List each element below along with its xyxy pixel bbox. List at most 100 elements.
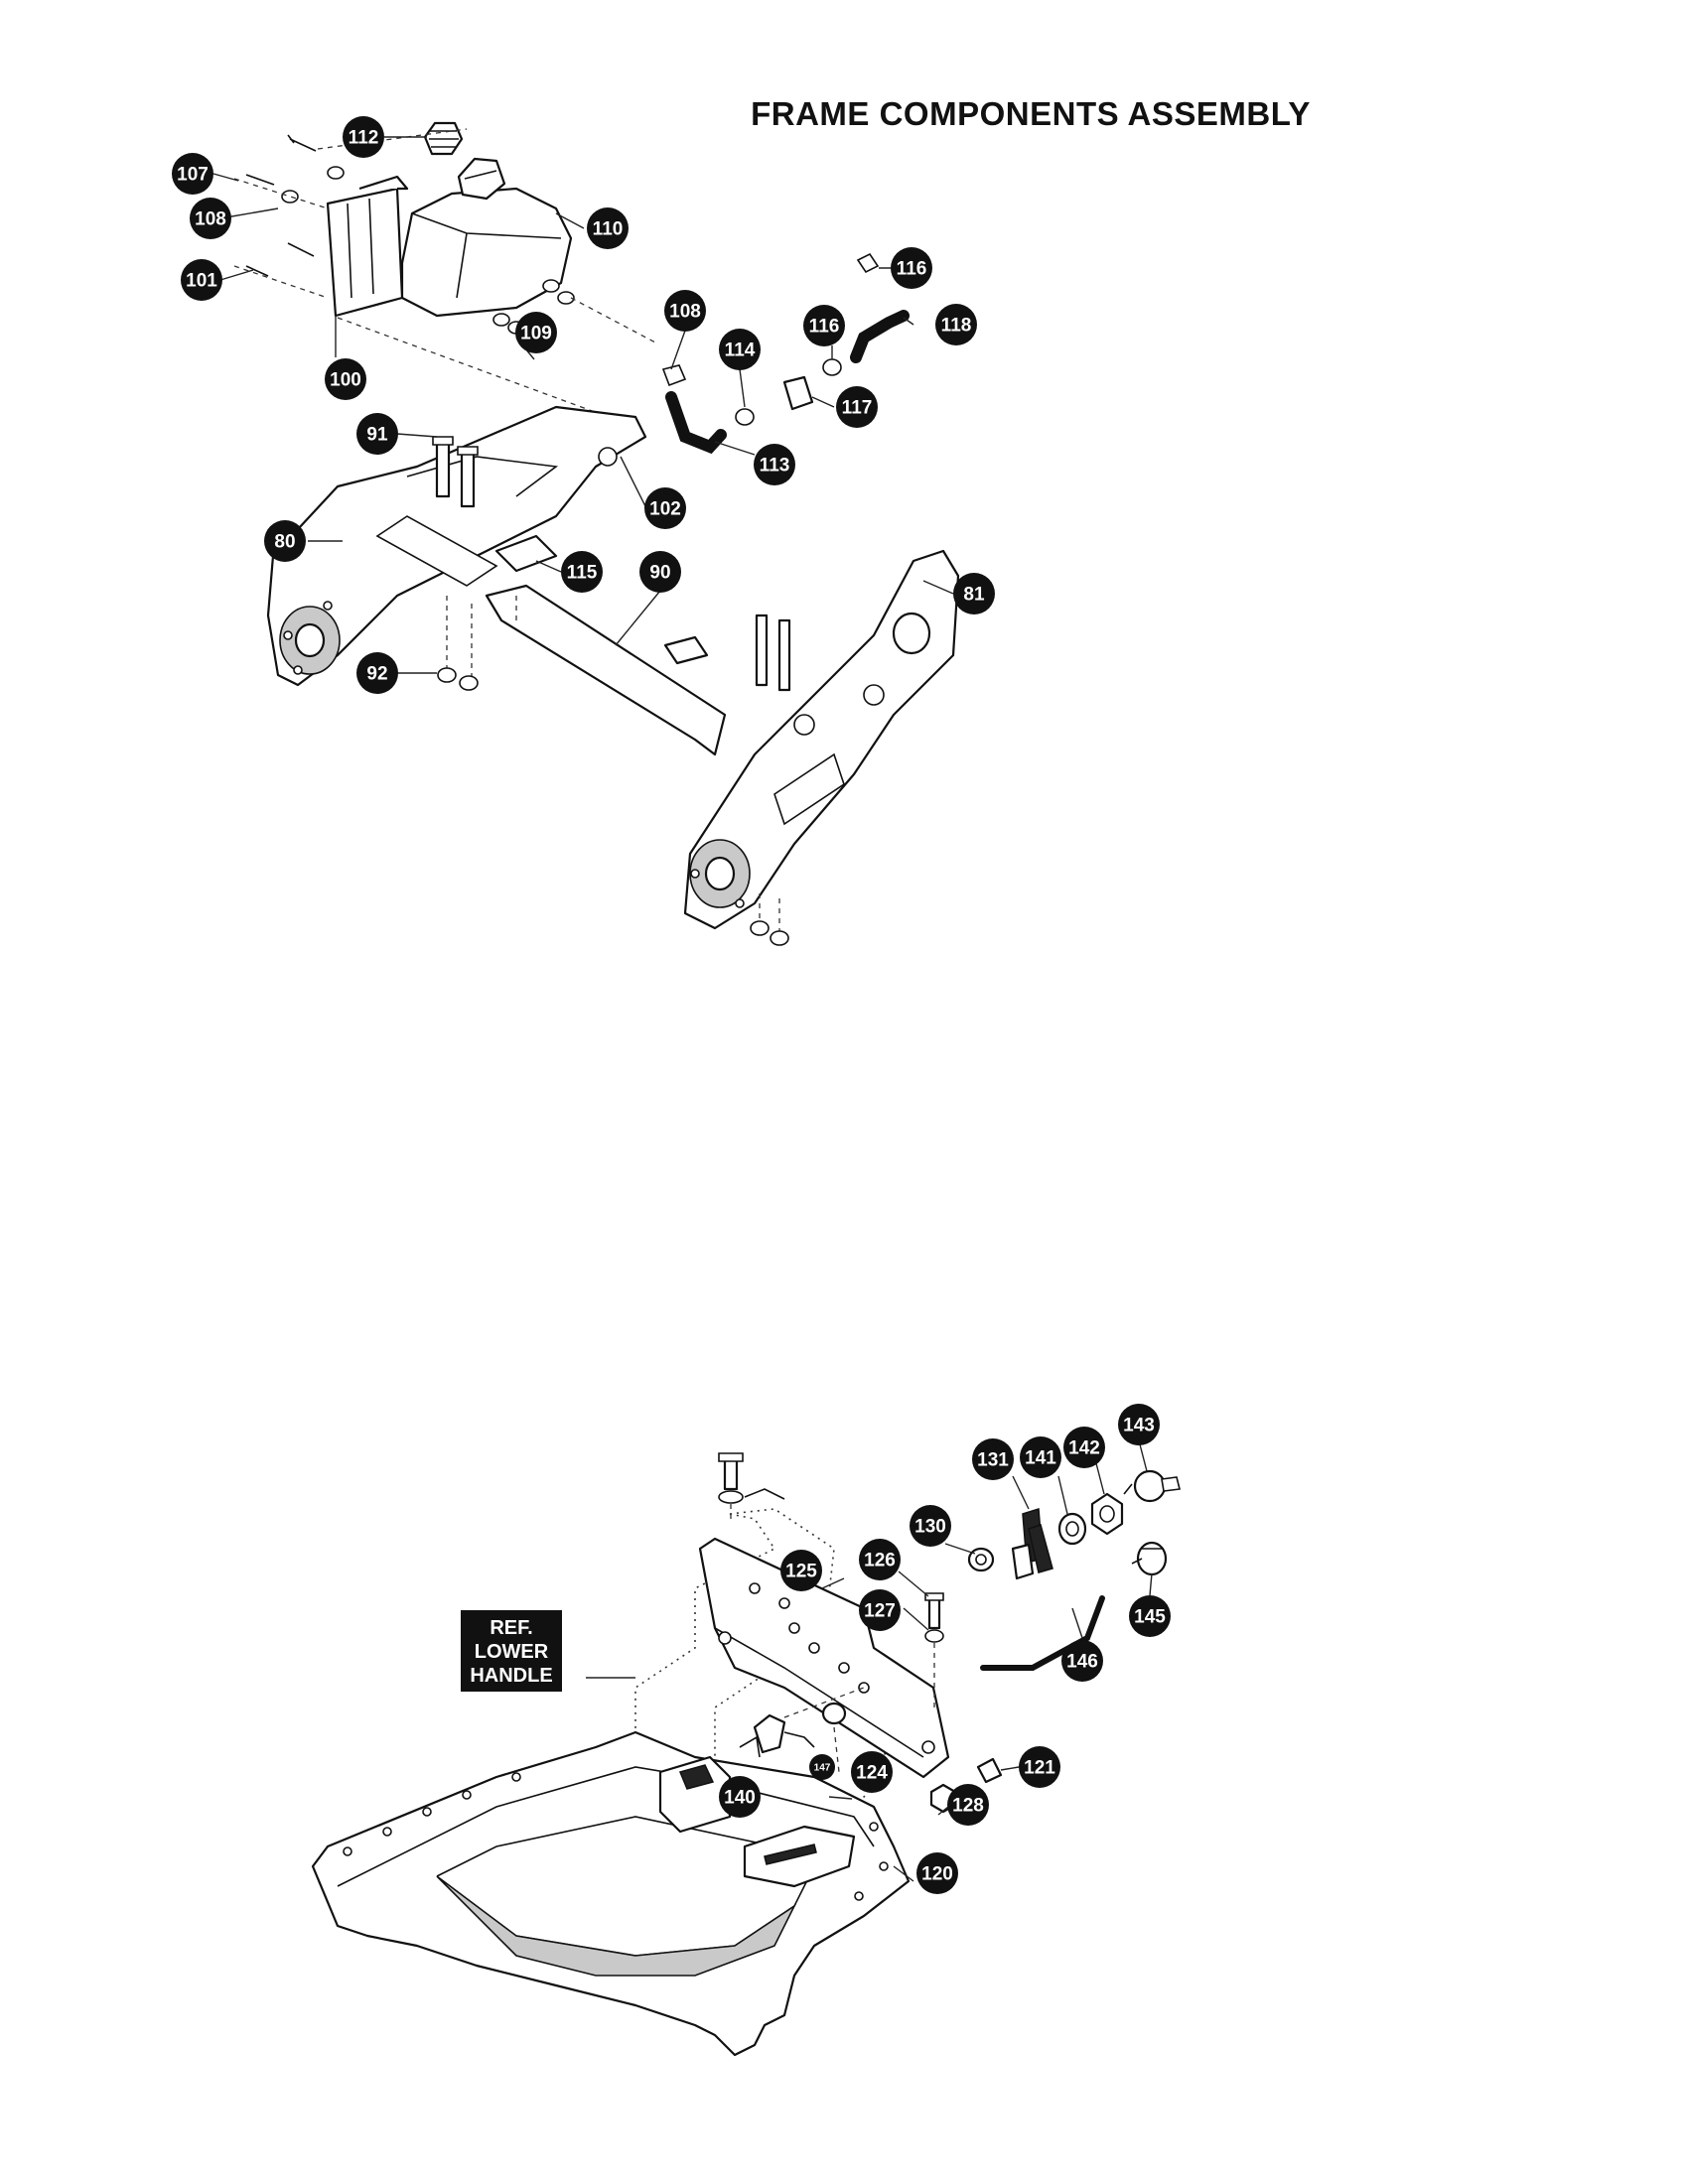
callout-circle: [947, 1784, 989, 1826]
callout-90: 90: [639, 551, 681, 593]
headlight: [739, 1713, 786, 1758]
callout-128: 128: [947, 1784, 989, 1826]
callout-number: 127: [864, 1601, 896, 1622]
callout-118: 118: [935, 304, 977, 345]
page-title: FRAME COMPONENTS ASSEMBLY: [751, 95, 1311, 132]
callout-circle: [356, 413, 398, 455]
callout-117: 117: [836, 386, 878, 428]
callout-142: 142: [1063, 1427, 1105, 1468]
callout-number: 147: [814, 1763, 831, 1774]
callout-number: 126: [864, 1551, 896, 1571]
callout-circle: [190, 198, 231, 239]
callout-circle: [1061, 1640, 1103, 1682]
callout-109: 109: [515, 312, 557, 353]
callout-116: 116: [891, 247, 932, 289]
callout-81: 81: [953, 573, 995, 614]
fasteners-left: [245, 134, 345, 277]
callout-114: 114: [719, 329, 761, 370]
callout-circle: [264, 520, 306, 562]
frame-left: [266, 405, 647, 687]
callout-146: 146: [1061, 1640, 1103, 1682]
key-switch: [1011, 1508, 1053, 1580]
callout-80: 80: [264, 520, 306, 562]
callout-circle: [719, 329, 761, 370]
callout-number: 128: [952, 1796, 984, 1817]
callout-number: 110: [593, 219, 624, 240]
callout-number: 142: [1068, 1438, 1100, 1459]
callout-107: 107: [172, 153, 213, 195]
callout-number: 121: [1024, 1758, 1055, 1779]
wire-146: [980, 1595, 1105, 1671]
callout-circle: [639, 551, 681, 593]
callout-circle: [664, 290, 706, 332]
callout-bubbles: 1121071081011101001091081141161161181171…: [172, 116, 1171, 1894]
shroud: [311, 1730, 911, 2057]
callout-number: 124: [856, 1763, 888, 1784]
callout-140: 140: [719, 1776, 761, 1818]
callout-circle: [325, 358, 366, 400]
callout-number: 120: [921, 1864, 953, 1885]
callout-circle: [343, 116, 384, 158]
callout-circle: [859, 1589, 901, 1631]
callout-circle: [1118, 1404, 1160, 1445]
ref-label-line-3: HANDLE: [470, 1665, 552, 1687]
callout-number: 112: [349, 128, 379, 149]
callout-circle: [181, 259, 222, 301]
callout-number: 81: [963, 585, 985, 606]
callout-131: 131: [972, 1438, 1014, 1480]
callout-number: 115: [567, 563, 598, 584]
callout-circle: [515, 312, 557, 353]
callout-116: 116: [803, 305, 845, 346]
callout-circle: [356, 652, 398, 694]
callout-102: 102: [644, 487, 686, 529]
tank-bracket: [326, 175, 409, 318]
callout-145: 145: [1129, 1595, 1171, 1637]
callout-number: 107: [177, 165, 209, 186]
callout-circle: [644, 487, 686, 529]
light-housing: [658, 1755, 732, 1834]
callout-number: 100: [330, 370, 361, 391]
callout-141: 141: [1020, 1436, 1061, 1478]
callout-number: 141: [1025, 1448, 1056, 1469]
callout-circle: [1063, 1427, 1105, 1468]
callout-circle: [836, 386, 878, 428]
callout-circle: [719, 1776, 761, 1818]
callout-number: 116: [809, 317, 840, 338]
callout-number: 125: [785, 1562, 817, 1582]
callout-number: 113: [760, 456, 790, 477]
callout-number: 145: [1134, 1607, 1166, 1628]
callout-circle: [1129, 1595, 1171, 1637]
callout-number: 108: [195, 209, 226, 230]
callout-147: 147: [809, 1754, 835, 1780]
callout-113: 113: [754, 444, 795, 485]
callout-112: 112: [343, 116, 384, 158]
top-bolt: [718, 1452, 785, 1504]
bolts-81: [755, 614, 791, 692]
callout-121: 121: [1019, 1746, 1060, 1788]
callout-91: 91: [356, 413, 398, 455]
callout-circle: [935, 304, 977, 345]
callout-circle: [803, 305, 845, 346]
callout-number: 118: [941, 316, 972, 337]
tray: [743, 1825, 856, 1888]
callout-circle: [953, 573, 995, 614]
callout-110: 110: [587, 207, 629, 249]
callout-108: 108: [190, 198, 231, 239]
callout-number: 92: [366, 664, 387, 685]
ref-lower-handle-label: REF. LOWER HANDLE: [461, 1610, 562, 1692]
callout-number: 140: [724, 1788, 756, 1809]
callout-circle: [172, 153, 213, 195]
callout-circle: [561, 551, 603, 593]
callout-101: 101: [181, 259, 222, 301]
callout-number: 109: [520, 324, 552, 344]
callout-circle: [972, 1438, 1014, 1480]
callout-number: 102: [649, 499, 681, 520]
callout-number: 130: [914, 1517, 946, 1538]
top-assembly: [212, 121, 960, 946]
callout-circle: [891, 247, 932, 289]
callout-circle: [916, 1852, 958, 1894]
fuel-tank: [400, 157, 573, 318]
callout-125: 125: [780, 1550, 822, 1591]
dash-panel: [698, 1537, 950, 1779]
